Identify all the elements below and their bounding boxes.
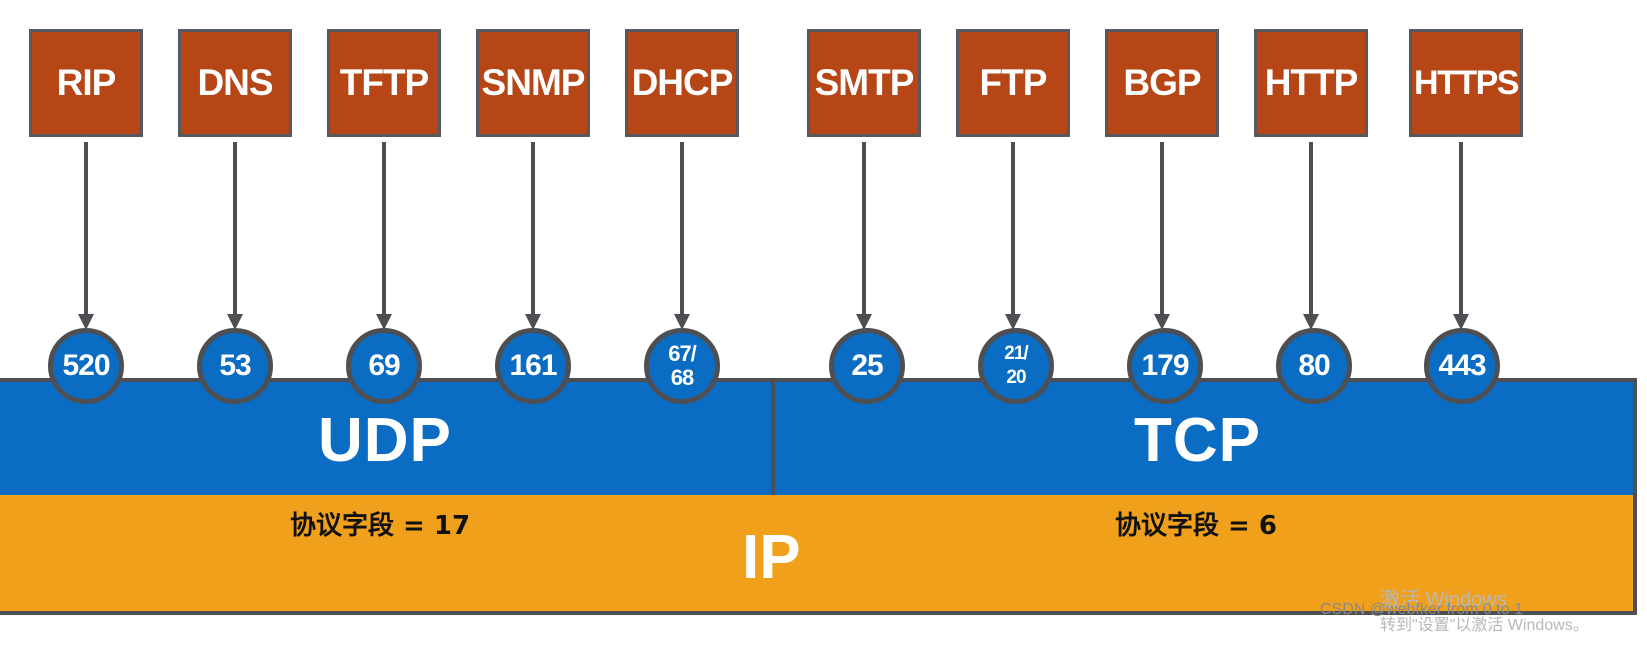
port-number: 443 <box>1438 349 1486 382</box>
protocol-label: DNS <box>197 62 273 103</box>
protocol-box-dhcp: DHCP <box>625 29 739 137</box>
port-number-server: 67/ <box>668 341 697 366</box>
protocol-label: RIP <box>56 62 117 103</box>
protocol-box-http: HTTP <box>1254 29 1368 137</box>
port-circle-dhcp: 67/ 68 <box>644 328 720 404</box>
protocol-label: FTP <box>979 62 1048 103</box>
port-circle-snmp: 161 <box>495 328 571 404</box>
port-number-client: 68 <box>670 365 695 390</box>
port-number-control: 21/ <box>1004 343 1028 364</box>
tcp-layer <box>771 378 1637 499</box>
protocol-box-tftp: TFTP <box>327 29 441 137</box>
activate-windows-hint: 转到"设置"以激活 Windows。 <box>1380 617 1589 634</box>
port-number-data: 20 <box>1006 367 1026 388</box>
protocol-box-rip: RIP <box>29 29 143 137</box>
protocol-label: BGP <box>1123 62 1201 103</box>
tcp-protocol-field: 协议字段 = 6 <box>1115 511 1277 541</box>
port-number: 520 <box>62 349 110 382</box>
tcp-label: TCP <box>1134 406 1261 475</box>
activate-windows-title: 激活 Windows <box>1380 589 1507 611</box>
protocol-label: HTTPS <box>1414 63 1519 102</box>
protocol-label: TFTP <box>339 62 429 103</box>
protocol-box-bgp: BGP <box>1105 29 1219 137</box>
ip-label: IP <box>742 523 801 592</box>
udp-protocol-field: 协议字段 = 17 <box>290 511 471 541</box>
protocol-label: DHCP <box>631 62 734 103</box>
csdn-watermark: CSDN @webfker from 0 to 1 <box>1320 601 1523 618</box>
port-circle-smtp: 25 <box>829 328 905 404</box>
protocol-label: SNMP <box>481 62 586 103</box>
port-circle-http: 80 <box>1276 328 1352 404</box>
port-circle-rip: 520 <box>48 328 124 404</box>
port-circle-tftp: 69 <box>346 328 422 404</box>
port-number: 69 <box>368 349 400 382</box>
udp-label: UDP <box>318 406 452 475</box>
protocol-box-ftp: FTP <box>956 29 1070 137</box>
port-circle-dns: 53 <box>197 328 273 404</box>
protocol-box-dns: DNS <box>178 29 292 137</box>
port-circle-ftp: 21/ 20 <box>978 328 1054 404</box>
ip-layer <box>0 495 1637 615</box>
port-number: 53 <box>219 349 251 382</box>
port-number: 161 <box>509 349 557 382</box>
protocol-label: HTTP <box>1264 62 1359 103</box>
port-number: 179 <box>1141 349 1189 382</box>
protocol-box-snmp: SNMP <box>476 29 590 137</box>
port-number: 80 <box>1298 349 1330 382</box>
port-circle-bgp: 179 <box>1127 328 1203 404</box>
protocol-label: SMTP <box>814 62 915 103</box>
port-number: 25 <box>851 349 883 382</box>
protocol-box-https: HTTPS <box>1409 29 1523 137</box>
port-circle-https: 443 <box>1424 328 1500 404</box>
protocol-box-smtp: SMTP <box>807 29 921 137</box>
